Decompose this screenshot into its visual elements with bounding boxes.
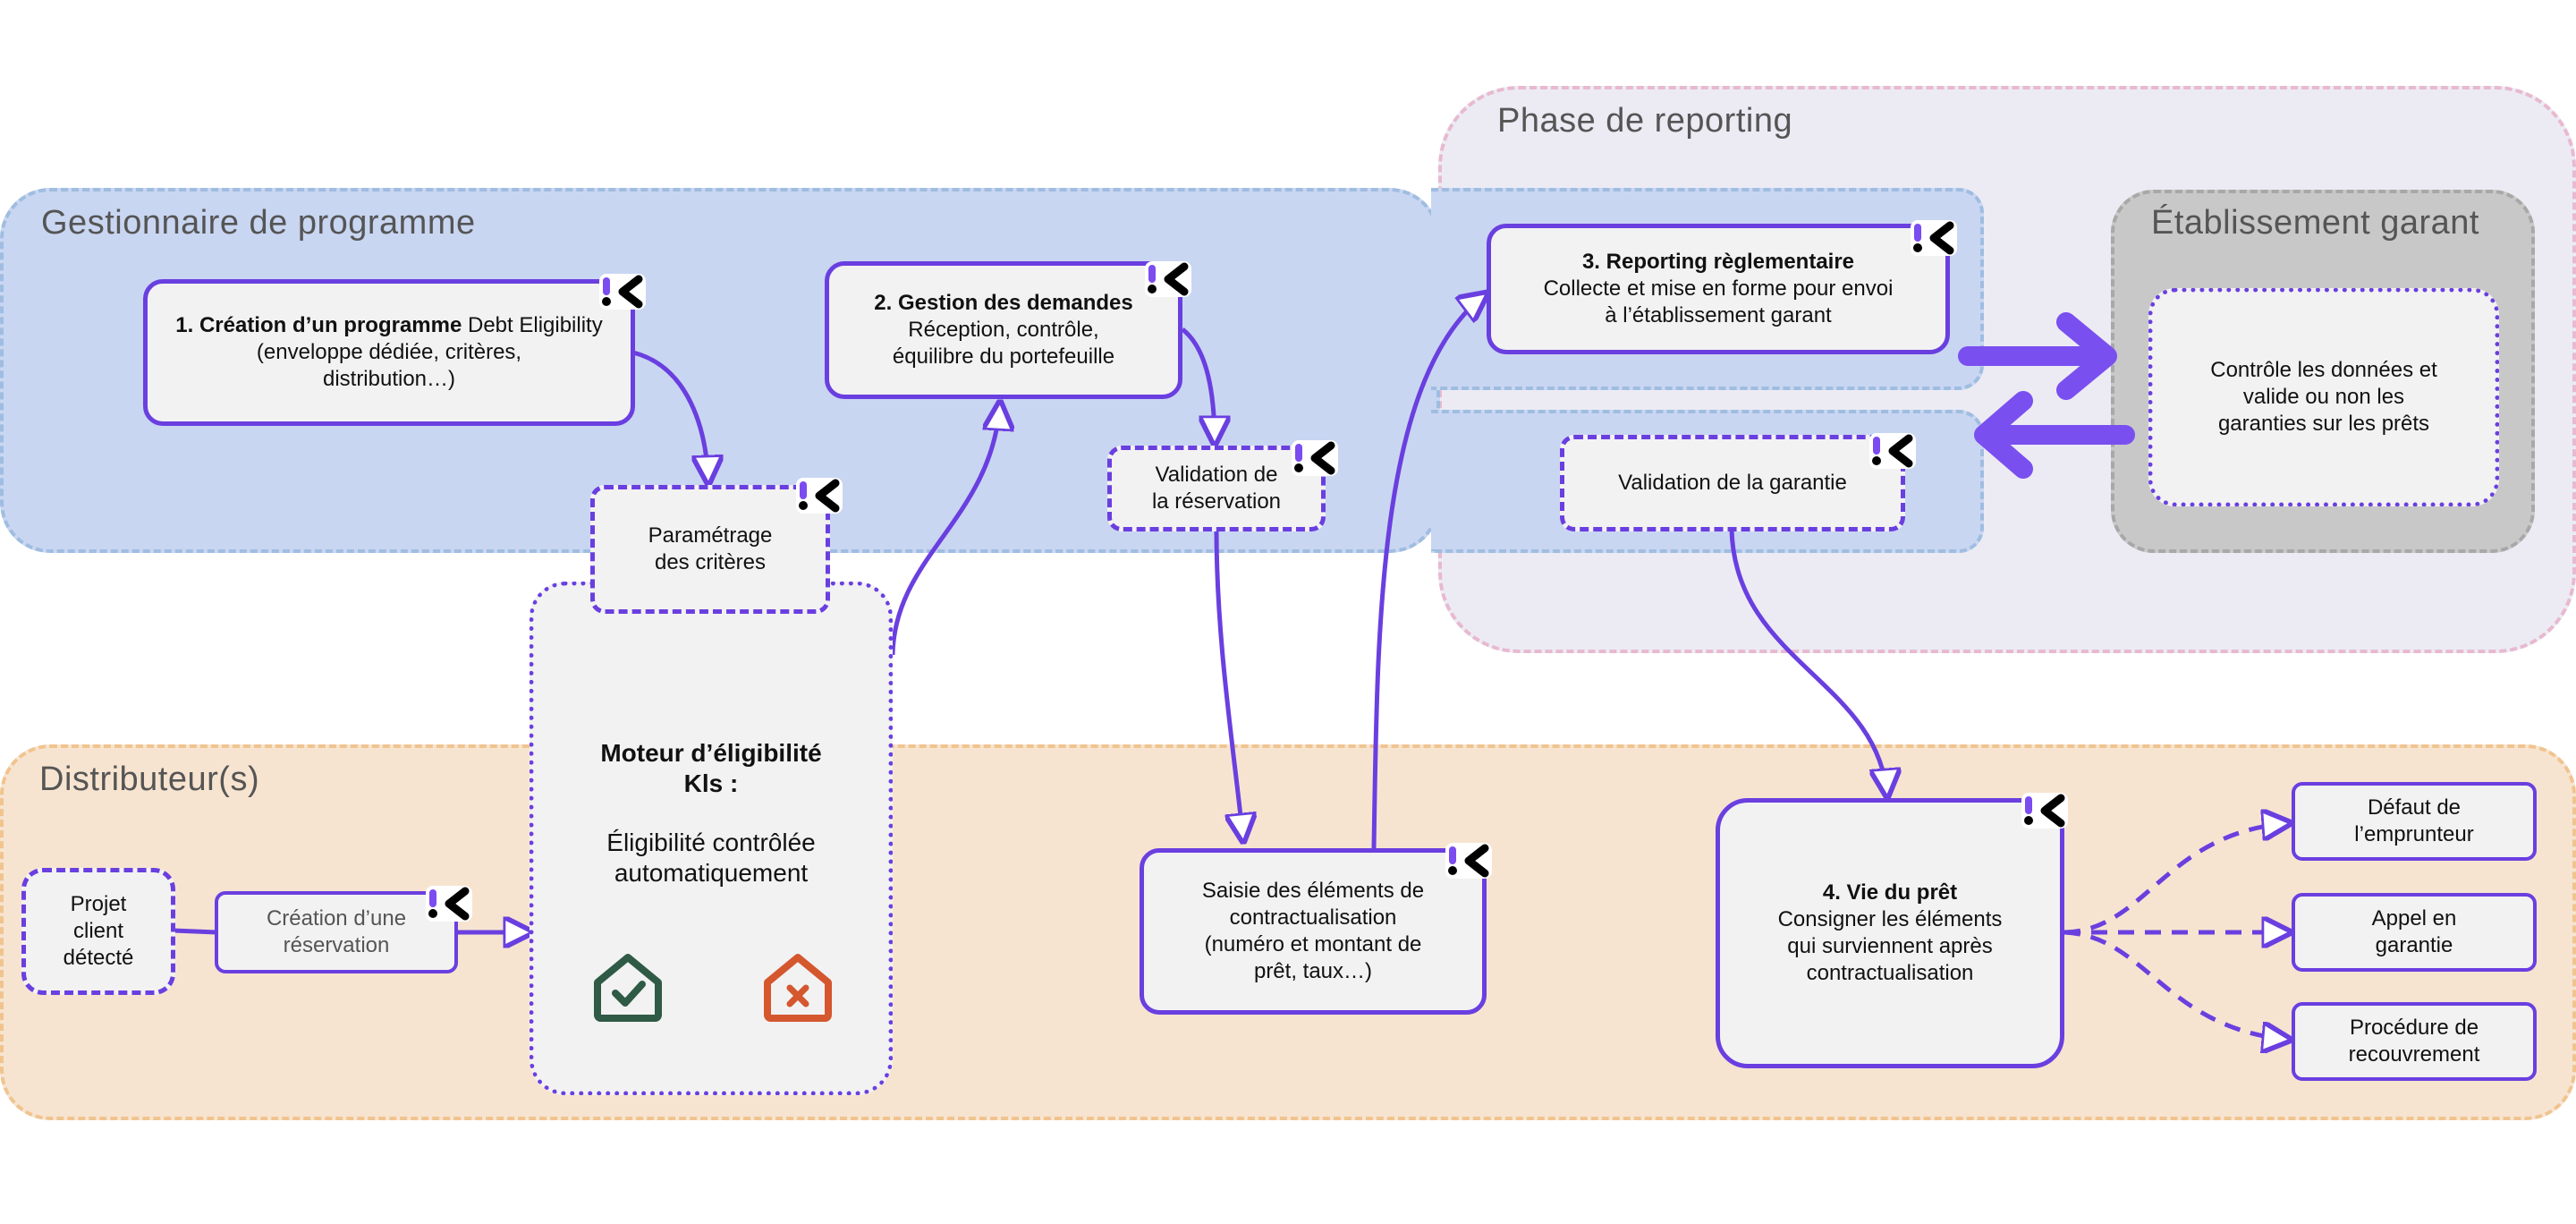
node-creation-title-rest: Debt Eligibility — [462, 313, 603, 337]
house-check-icon — [594, 954, 662, 1022]
kls-logo-icon — [796, 478, 843, 514]
node-controle-line1: Contrôle les données et — [2210, 358, 2437, 382]
kls-logo-icon — [599, 274, 646, 310]
kls-logo-icon — [1445, 843, 1492, 879]
zone-programme-label: Gestionnaire de programme — [41, 204, 476, 242]
kls-logo-icon — [1292, 440, 1338, 476]
zone-garant-label: Établissement garant — [2151, 204, 2479, 242]
node-parametrage-overlay-line1: Paramétrage — [648, 523, 773, 548]
node-defaut-line2: l’emprunteur — [2354, 822, 2474, 846]
zone-distributeur-label: Distributeur(s) — [39, 761, 260, 798]
node-vie-title: 4. Vie du prêt — [1822, 880, 1958, 905]
node-gestion-title: 2. Gestion des demandes — [874, 291, 1133, 315]
node-projet-line2: client — [72, 919, 124, 943]
node-vie-line2: qui surviennent après — [1787, 934, 1993, 958]
node-creation-title: 1. Création d’un programme — [175, 313, 462, 337]
node-saisie-line4: prêt, taux…) — [1253, 959, 1373, 983]
node-appel-line1: Appel en — [2371, 906, 2457, 931]
node-saisie-line3: (numéro et montant de — [1204, 932, 1422, 956]
node-saisie-contractualisation[interactable]: Saisie des éléments de contractualisatio… — [1140, 848, 1487, 1015]
node-defaut-line1: Défaut de — [2367, 795, 2462, 820]
node-controle-line3: garanties sur les prêts — [2217, 412, 2430, 436]
node-reporting-line2: à l’établissement garant — [1605, 303, 1832, 327]
node-validation-garantie-line1: Validation de la garantie — [1618, 471, 1847, 495]
node-reporting-line1: Collecte et mise en forme pour envoi — [1543, 276, 1894, 301]
node-creation-line3: distribution…) — [322, 367, 456, 391]
node-creation-reservation[interactable]: Création d’une réservation — [215, 891, 458, 973]
node-validation-reservation-line1: Validation de — [1155, 463, 1278, 487]
zone-reporting-label: Phase de reporting — [1497, 102, 1793, 140]
node-creation-reservation-line2: réservation — [283, 933, 390, 957]
node-projet-client[interactable]: Projet client détecté — [21, 868, 175, 995]
kls-logo-icon — [2021, 793, 2068, 829]
node-moteur-eligibilite[interactable]: Moteur d’éligibilité Kls : Éligibilité c… — [530, 582, 893, 1095]
node-reporting-reglementaire[interactable]: 3. Reporting règlementaire Collecte et m… — [1487, 224, 1950, 354]
node-appel-line2: garantie — [2375, 933, 2453, 957]
node-saisie-line1: Saisie des éléments de — [1201, 879, 1425, 903]
node-projet-line1: Projet — [70, 892, 127, 916]
node-creation-line2: (enveloppe dédiée, critères, — [256, 340, 522, 364]
node-validation-reservation[interactable]: Validation de la réservation — [1107, 446, 1326, 531]
node-controle-line2: valide ou non les — [2242, 385, 2405, 409]
node-parametrage-overlay-line2: des critères — [654, 550, 767, 574]
node-saisie-line2: contractualisation — [1229, 905, 1397, 930]
node-vie-line3: contractualisation — [1806, 961, 1974, 985]
node-gestion-demandes[interactable]: 2. Gestion des demandes Réception, contr… — [825, 261, 1182, 399]
house-cross-icon — [764, 954, 832, 1022]
node-moteur-line2: automatiquement — [614, 859, 809, 887]
node-parametrage-overlay: Paramétrage des critères — [590, 485, 830, 614]
kls-logo-icon — [1911, 220, 1957, 256]
kls-logo-icon — [426, 886, 472, 922]
node-reporting-title: 3. Reporting règlementaire — [1581, 250, 1855, 274]
node-projet-line3: détecté — [63, 946, 134, 970]
node-moteur-title1: Moteur d’éligibilité — [600, 739, 822, 767]
node-validation-garantie[interactable]: Validation de la garantie — [1560, 435, 1905, 531]
kls-logo-icon — [1145, 261, 1191, 297]
node-vie-line1: Consigner les éléments — [1777, 907, 2003, 931]
node-appel-garantie[interactable]: Appel en garantie — [2292, 893, 2537, 972]
node-vie-pret[interactable]: 4. Vie du prêt Consigner les éléments qu… — [1716, 798, 2064, 1068]
node-procedure-line1: Procédure de — [2349, 1016, 2479, 1040]
node-defaut-emprunteur[interactable]: Défaut de l’emprunteur — [2292, 782, 2537, 861]
node-gestion-line2: équilibre du portefeuille — [892, 344, 1115, 369]
node-creation-reservation-line1: Création d’une — [266, 906, 407, 931]
kls-logo-icon — [1869, 433, 1916, 469]
node-moteur-line1: Éligibilité contrôlée — [606, 829, 816, 856]
node-creation-programme[interactable]: 1. Création d’un programme Debt Eligibil… — [143, 279, 635, 426]
node-moteur-title2: Kls : — [683, 769, 739, 797]
node-gestion-line1: Réception, contrôle, — [908, 318, 1099, 342]
node-procedure-recouvrement[interactable]: Procédure de recouvrement — [2292, 1002, 2537, 1081]
node-controle-garant[interactable]: Contrôle les données et valide ou non le… — [2148, 288, 2499, 506]
node-procedure-line2: recouvrement — [2348, 1042, 2480, 1067]
node-validation-reservation-line2: la réservation — [1151, 489, 1282, 514]
